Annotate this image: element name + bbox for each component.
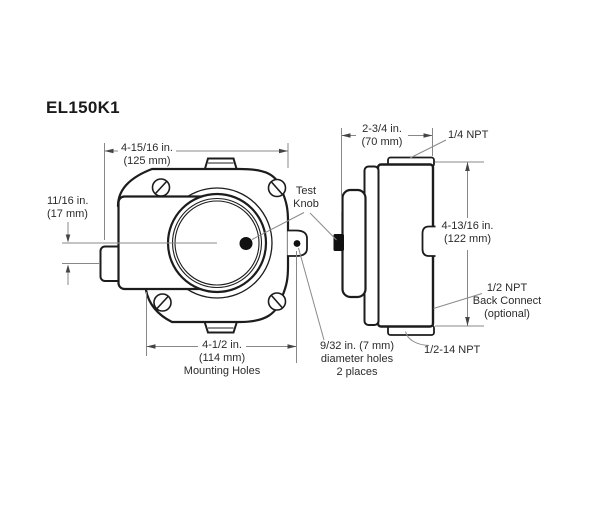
leader-half14-npt [405,331,430,346]
front-bottom-tab [203,319,239,334]
label-quarter-npt: 1/4 NPT [448,129,489,141]
side-diaphragm-housing [341,188,367,299]
front-view [62,157,308,334]
test-knob-side [333,234,344,251]
dim-label-conduit-offset: 11/16 in. (17 mm) [47,195,89,220]
label-test-knob: Test Knob [293,185,319,210]
leader-mounting-hole [298,247,325,341]
leader-back-connect [433,293,483,309]
label-hole-diameter: 9/32 in. (7 mm) diameter holes 2 places [320,340,394,378]
dim-label-depth: 2-3/4 in. (70 mm) [361,123,403,148]
leader-lines [251,139,483,346]
dim-label-overall-width: 4-15/16 in. (125 mm) [121,142,173,167]
page-title: EL150K1 [46,98,120,117]
dimension-lines [62,128,484,363]
leader-quarter-npt [409,139,447,159]
side-view [333,156,436,336]
dim-label-height: 4-13/16 in. (122 mm) [441,220,494,245]
leader-test-knob-side [309,212,337,241]
mounting-hole [293,240,301,247]
test-knob-front [239,237,253,250]
dim-label-mounting-holes: 4-1/2 in. (114 mm) Mounting Holes [183,339,261,377]
label-back-connect: 1/2 NPT Back Connect (optional) [472,282,542,320]
leader-test-knob-front [251,212,305,240]
label-half14-npt: 1/2-14 NPT [424,344,481,356]
back-connect-boss [421,225,436,257]
